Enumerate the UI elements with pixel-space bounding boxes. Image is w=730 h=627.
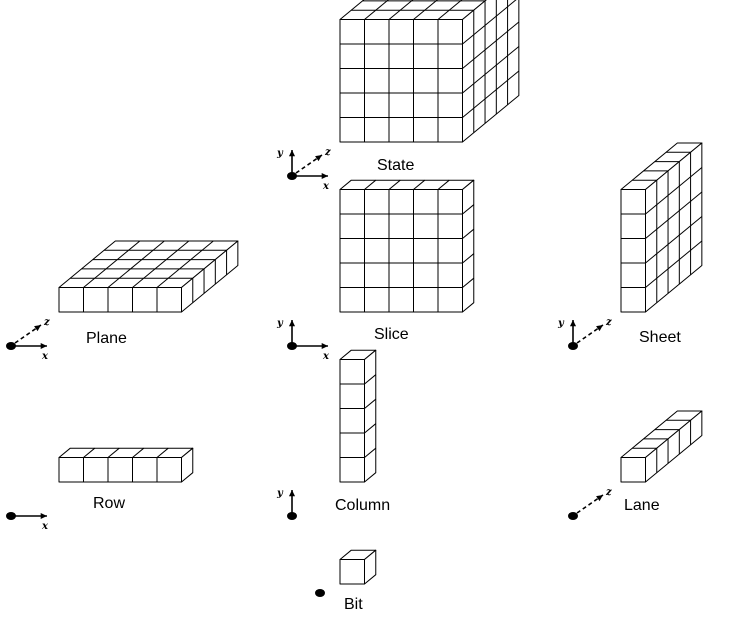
label-state: State (377, 157, 414, 174)
block-plane (58, 240, 239, 313)
block-sheet (620, 142, 703, 313)
axes-state: y z x (276, 147, 331, 192)
block-row (58, 447, 194, 483)
origin-dot (287, 172, 297, 180)
label-column: Column (335, 497, 390, 514)
axes-plane: zx (6, 317, 50, 362)
axis-label-y: y (557, 318, 565, 329)
origin-dot (6, 342, 16, 350)
axes-lane: z (568, 487, 612, 520)
axes-row: x (6, 512, 49, 532)
axis-label-x: x (322, 351, 330, 362)
origin-dot (287, 512, 297, 520)
axis-label-x: x (41, 521, 49, 532)
origin-dot (315, 589, 325, 597)
label-bit: Bit (344, 596, 363, 613)
origin-dot (568, 512, 578, 520)
block-state (339, 0, 520, 143)
axes-bit (315, 589, 325, 597)
label-slice: Slice (374, 326, 409, 343)
origin-dot (6, 512, 16, 520)
axis-label-y: y (276, 318, 284, 329)
axis-label-x: x (41, 351, 49, 362)
label-plane: Plane (86, 330, 127, 347)
block-column (339, 349, 377, 483)
axes-column: y (276, 488, 297, 520)
axis-label-z: z (324, 147, 331, 158)
axis-label-z: z (605, 487, 612, 498)
origin-dot (287, 342, 297, 350)
label-row: Row (93, 495, 125, 512)
block-bit (339, 549, 377, 585)
block-slice (339, 179, 475, 313)
axis-label-x: x (322, 181, 330, 192)
origin-dot (568, 342, 578, 350)
axis-label-y: y (276, 148, 284, 159)
axis-label-z: z (605, 317, 612, 328)
axis-label-y: y (276, 488, 284, 499)
axis-label-z: z (43, 317, 50, 328)
axes-slice: yx (276, 318, 330, 362)
label-lane: Lane (624, 497, 660, 514)
label-sheet: Sheet (639, 329, 681, 346)
block-lane (620, 410, 703, 483)
